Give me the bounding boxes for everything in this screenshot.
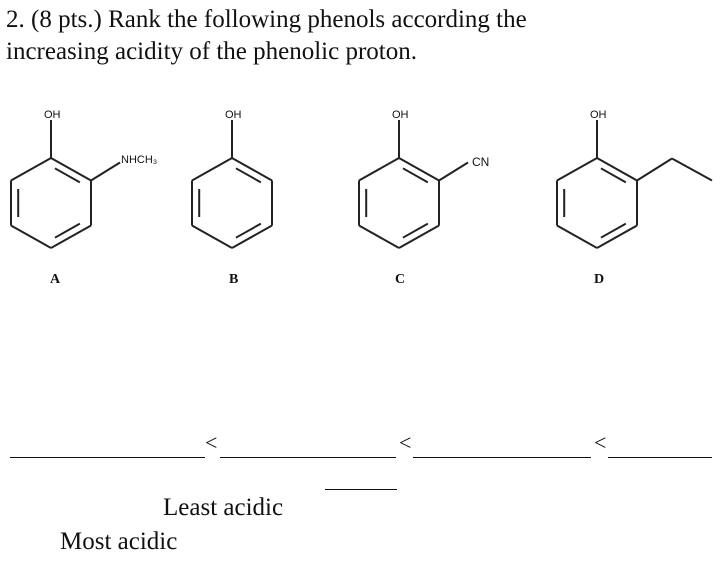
ring-bond (50, 157, 92, 182)
ethyl-bond (636, 157, 673, 182)
label-b: B (229, 272, 239, 287)
substituent-bond (438, 161, 469, 182)
ring-bond (191, 224, 233, 249)
ring-bond (358, 157, 400, 182)
rank-blank-3[interactable] (413, 457, 591, 458)
question-line-2: increasing acidity of the phenolic proto… (6, 38, 417, 65)
oh-label-d: OH (590, 109, 607, 121)
rank-blank-4[interactable] (608, 457, 712, 458)
phenol-structures (10, 120, 713, 249)
double-bond (402, 167, 429, 184)
double-bond (235, 222, 262, 239)
ring-bond (556, 224, 598, 249)
oh-label-a: OH (44, 109, 61, 121)
question-line-1: 2. (8 pts.) Rank the following phenols a… (6, 6, 527, 33)
ring-bond (358, 224, 400, 249)
double-bond (402, 222, 429, 239)
less-than-1: < (205, 430, 218, 455)
ethyl-bond (671, 157, 713, 182)
less-than-3: < (594, 430, 607, 455)
oh-label-b: OH (225, 109, 242, 121)
label-d: D (594, 272, 605, 287)
label-c: C (395, 272, 406, 287)
ring-bond (556, 157, 598, 182)
less-than-2: < (399, 430, 412, 455)
rank-blank-1[interactable] (10, 457, 205, 458)
double-bond (54, 222, 81, 239)
double-bond (54, 167, 81, 184)
ring-bond (231, 224, 273, 249)
ring-bond (231, 157, 273, 182)
cn-substituent: CN (472, 155, 490, 169)
double-bond (600, 222, 627, 239)
ring-bond (398, 157, 440, 182)
substituent-bond (90, 161, 121, 182)
ring-bond (596, 224, 638, 249)
ring-bond (50, 224, 92, 249)
ring-bond (398, 224, 440, 249)
rank-blank-2[interactable] (220, 457, 396, 458)
short-line (325, 489, 397, 490)
most-acidic-label: Most acidic (60, 528, 178, 555)
least-acidic-label: Least acidic (163, 494, 284, 521)
nhch3-substituent: NHCH₃ (121, 154, 158, 166)
ring-bond (10, 157, 52, 182)
label-a: A (50, 272, 61, 287)
ring-bond (10, 224, 52, 249)
double-bond (600, 167, 627, 184)
double-bond (235, 167, 262, 184)
ring-bond (596, 157, 638, 182)
oh-label-c: OH (392, 109, 409, 121)
ring-bond (191, 157, 233, 182)
